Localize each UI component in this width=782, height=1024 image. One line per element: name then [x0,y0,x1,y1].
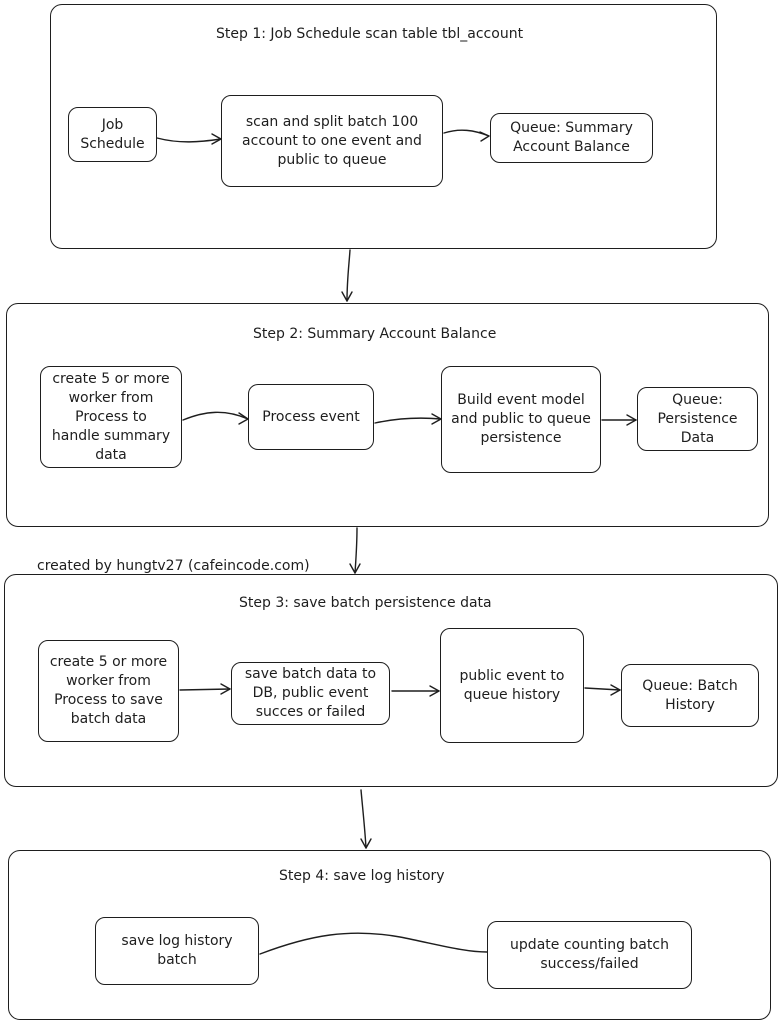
arrow-step3-to-step4 [360,789,367,849]
step1-title: Step 1: Job Schedule scan table tbl_acco… [216,26,524,42]
step4-title: Step 4: save log history [279,868,445,884]
step2-title: Step 2: Summary Account Balance [253,326,497,342]
arrowhead [360,838,372,849]
arrow-step2-to-step3 [354,527,358,574]
step1-frame [50,4,717,249]
process-event-label: Process event [262,408,360,425]
credit-text: created by hungtv27 (cafeincode.com) [37,558,310,574]
step2-frame [6,303,769,527]
process-event-node: Process event [248,384,374,450]
step3-title: Step 3: save batch persistence data [239,595,492,611]
step4-frame [8,850,771,1020]
arrowhead [341,291,353,302]
arrowhead [349,563,361,574]
arrow-step1-to-step2 [346,249,351,302]
step3-frame [4,574,778,787]
